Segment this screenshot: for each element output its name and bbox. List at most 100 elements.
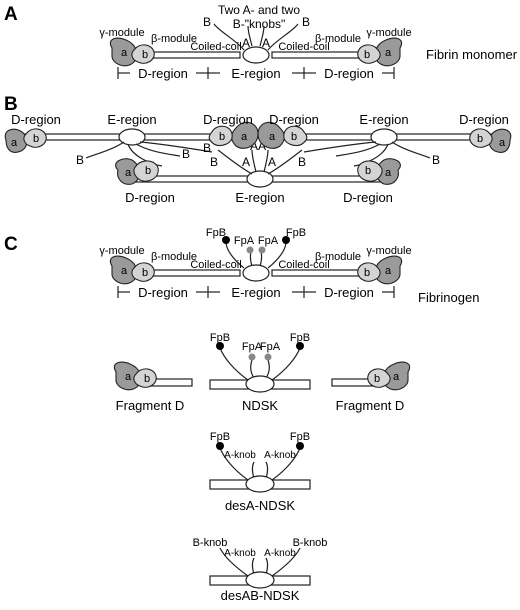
gamma-module-label-left: γ-module <box>99 27 144 39</box>
e-region-label-b-1: E-region <box>107 112 156 127</box>
region-bracket-a <box>117 67 395 79</box>
gamma-module-label-right: γ-module <box>366 27 411 39</box>
module-a-b-5: a <box>125 167 132 179</box>
desa-knob-line-right <box>265 461 269 479</box>
module-b-b-6: b <box>365 165 371 177</box>
knob-line-b-2 <box>251 149 257 173</box>
beta-module-center-right <box>283 125 308 147</box>
d-region-label-b-1: D-region <box>11 112 61 127</box>
ndsk: FpB FpB FpA FpA NDSK <box>209 332 311 413</box>
beta-module-center-left <box>208 125 233 147</box>
module-b-b-3: b <box>291 131 297 143</box>
e-region-label-b-3: E-region <box>235 190 284 205</box>
module-a-right: a <box>385 47 392 59</box>
fpb-label-left: FpB <box>206 227 226 239</box>
ndsk-fpa-line-left <box>250 359 255 379</box>
e-region-label: E-region <box>231 66 280 81</box>
beta-module-far-left <box>23 128 47 148</box>
d-region-label-b-3: D-region <box>269 112 319 127</box>
d-region-label-b-5: D-region <box>125 190 175 205</box>
desa-ndsk-node <box>245 475 275 493</box>
ndsk-fpb-label-left: FpB <box>210 332 230 344</box>
module-a-b-6: a <box>385 167 392 179</box>
e-region-node <box>242 46 270 64</box>
fpa-line-left <box>249 251 253 267</box>
a-knob-left: A <box>242 36 250 50</box>
module-a-b-3: a <box>269 131 276 143</box>
knob-line-tr-3 <box>335 143 381 157</box>
beta-module-label-right: β-module <box>315 33 361 45</box>
module-b-left: b <box>142 49 148 61</box>
d-region-label-b-6: D-region <box>343 190 393 205</box>
c-e-region: E-region <box>231 285 280 300</box>
desab-ndsk: B-knob B-knob A-knob A-knob desAB-NDSK <box>193 537 328 603</box>
e-region-node-bottom <box>246 170 274 188</box>
desab-a-knob-right: A-knob <box>264 548 296 559</box>
a-knob-b-2: A <box>268 155 276 169</box>
desa-knob-line-left <box>251 461 255 479</box>
a-knob-right: A <box>262 36 270 50</box>
fpb-dot-left <box>222 236 230 244</box>
desa-a-knob-left: A-knob <box>224 450 256 461</box>
desa-fpb-label-left: FpB <box>210 431 230 443</box>
module-b-b-5: b <box>145 165 151 177</box>
module-a-b-2: a <box>241 131 248 143</box>
fibrinogen-b-left: b <box>142 267 148 279</box>
c-d-region-right: D-region <box>324 285 374 300</box>
panel-c: C FpB FpB FpA FpA a b a b γ-module β-mod… <box>4 227 479 603</box>
desab-b-knob-left: B-knob <box>193 537 228 549</box>
ndsk-fpa-line-right <box>265 359 270 379</box>
beta-module-far-right <box>469 128 493 148</box>
fpa-dot-left <box>246 246 254 254</box>
panel-c-label: C <box>4 234 18 255</box>
desa-a-knob-right: A-knob <box>264 450 296 461</box>
ndsk-fpa-label-left: FpA <box>242 341 263 353</box>
beta-module-bottom-right <box>357 160 383 182</box>
fpb-dot-right <box>282 236 290 244</box>
d-region-label-b-4: D-region <box>459 112 509 127</box>
b-knob-b-2: B <box>182 147 190 161</box>
e-region-node-top-right <box>370 128 398 146</box>
fragment-d-left-a: a <box>125 371 132 383</box>
fibrinogen-b-right: b <box>364 267 370 279</box>
knob-line-tr-4 <box>303 141 377 153</box>
a-knob-b-1: A <box>242 155 250 169</box>
desab-b-line-left <box>219 547 249 577</box>
ndsk-fpb-dot-left <box>216 342 224 350</box>
fibrinogen-beta-left <box>131 262 155 282</box>
desa-fpb-dot-right <box>296 442 304 450</box>
beta-module-right <box>357 44 381 64</box>
desa-fpb-line-left <box>219 447 249 481</box>
fragment-d-right: a b Fragment D <box>331 361 411 413</box>
a-knob-line-left <box>247 25 253 47</box>
fpb-line-left <box>225 241 245 269</box>
b-knob-b-3: B <box>203 141 211 155</box>
a-knob-b-4: A <box>258 139 266 153</box>
fragment-d-left-label: Fragment D <box>116 398 185 413</box>
desa-fpb-line-right <box>271 447 301 481</box>
a-knob-b-3: A <box>250 139 258 153</box>
region-bracket-c <box>117 286 395 298</box>
desa-fpb-dot-left <box>216 442 224 450</box>
fragment-d-right-a: a <box>393 371 400 383</box>
desab-ndsk-node <box>245 571 275 589</box>
a-knob-line-right <box>259 25 265 47</box>
knob-line-tl-1 <box>85 141 125 159</box>
knobs-caption-line1: Two A- and two <box>218 3 300 17</box>
knob-line-tl-3 <box>135 143 181 157</box>
ndsk-fpb-line-left <box>219 347 249 381</box>
fragment-d-left-b: b <box>144 373 150 385</box>
b-knob-right: B <box>302 15 310 29</box>
desa-fpb-label-right: FpB <box>290 431 310 443</box>
panel-b-label: B <box>4 94 18 115</box>
b-knob-left: B <box>203 15 211 29</box>
fragment-d-right-b: b <box>374 373 380 385</box>
c-d-region-left: D-region <box>138 285 188 300</box>
ndsk-label: NDSK <box>242 398 278 413</box>
ndsk-fpb-line-right <box>271 347 301 381</box>
knob-line-b-3 <box>263 149 269 173</box>
e-region-label-b-2: E-region <box>359 112 408 127</box>
desab-a-line-left <box>251 557 255 575</box>
